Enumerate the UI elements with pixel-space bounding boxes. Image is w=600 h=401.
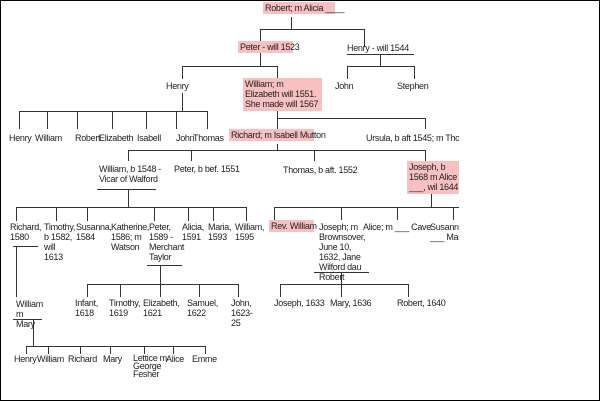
person-henry: Henry	[166, 81, 189, 91]
person-william-mary: William m Mary	[16, 299, 43, 329]
child: Timothy, b 1582, will 1613	[44, 222, 76, 262]
child: Samuel, 1622	[187, 298, 218, 318]
person-william-elizabeth: William; m Elizabeth will 1551. She made…	[243, 78, 322, 111]
person-joseph-1568: Joseph, b 1568 m Alice ___, wil 1644	[407, 161, 459, 194]
child: Alice	[166, 354, 185, 364]
person-richard-mutton: Richard; m Isabell Mutton	[229, 129, 326, 141]
child: Lettice m George Fesher	[133, 353, 167, 379]
person-alice-cave: Alice; m ___ Cave	[363, 222, 431, 232]
person-robert-root: Robert; m Alicia ____	[263, 2, 345, 14]
child: Elizabeth	[99, 133, 134, 143]
person-john: John	[335, 81, 354, 91]
child: Susanna, 1584	[76, 222, 112, 242]
person-peter: Peter - will 1523	[238, 41, 300, 53]
person-stephen: Stephen	[397, 81, 429, 91]
child: Alicia, 1591	[182, 222, 204, 242]
person-ursula: Ursula, b aft 1545; m Thoma	[366, 133, 459, 143]
child: Peter, 1589 - Merchant Taylor	[149, 222, 185, 262]
child: John	[176, 133, 195, 143]
person-henry-1544: Henry - will 1544	[347, 43, 409, 53]
child: Katherine, 1586; m Watson	[111, 222, 150, 252]
tree-connectors	[13, 17, 459, 354]
child: Henry	[14, 354, 37, 364]
child: Emme	[192, 354, 217, 364]
person-peter-1551: Peter, b bef. 1551	[174, 164, 240, 174]
child: Timothy, 1619	[109, 298, 141, 318]
child: William, 1595	[235, 222, 265, 242]
child: Maria, 1593	[208, 222, 232, 242]
child: John, 1623-25	[231, 298, 253, 328]
person-joseph-1632: Joseph; m Brownsover, June 10, 1632, Jan…	[319, 222, 366, 282]
person-rev-william: Rev. William	[269, 220, 317, 232]
child: Thomas	[193, 133, 224, 143]
person-william-vicar: William, b 1548 - Vicar of Walford	[99, 164, 161, 184]
child: Robert, 1640	[397, 298, 446, 308]
child: Robert	[75, 133, 101, 143]
child: Mary, 1636	[330, 298, 372, 308]
child: Infant, 1618	[75, 298, 98, 318]
child: Richard	[68, 354, 97, 364]
child: Joseph, 1633	[274, 298, 325, 308]
child: Elizabeth, 1621	[143, 298, 180, 318]
person-thomas-1552: Thomas, b aft. 1552	[283, 165, 358, 175]
child: William	[37, 354, 64, 364]
child: Henry	[9, 133, 32, 143]
child: Isabell	[137, 133, 161, 143]
child: William	[35, 133, 62, 143]
child: Richard, 1580	[10, 222, 42, 242]
child: Mary	[103, 354, 122, 364]
person-susanna: Susanna ___ Mas	[430, 222, 459, 242]
